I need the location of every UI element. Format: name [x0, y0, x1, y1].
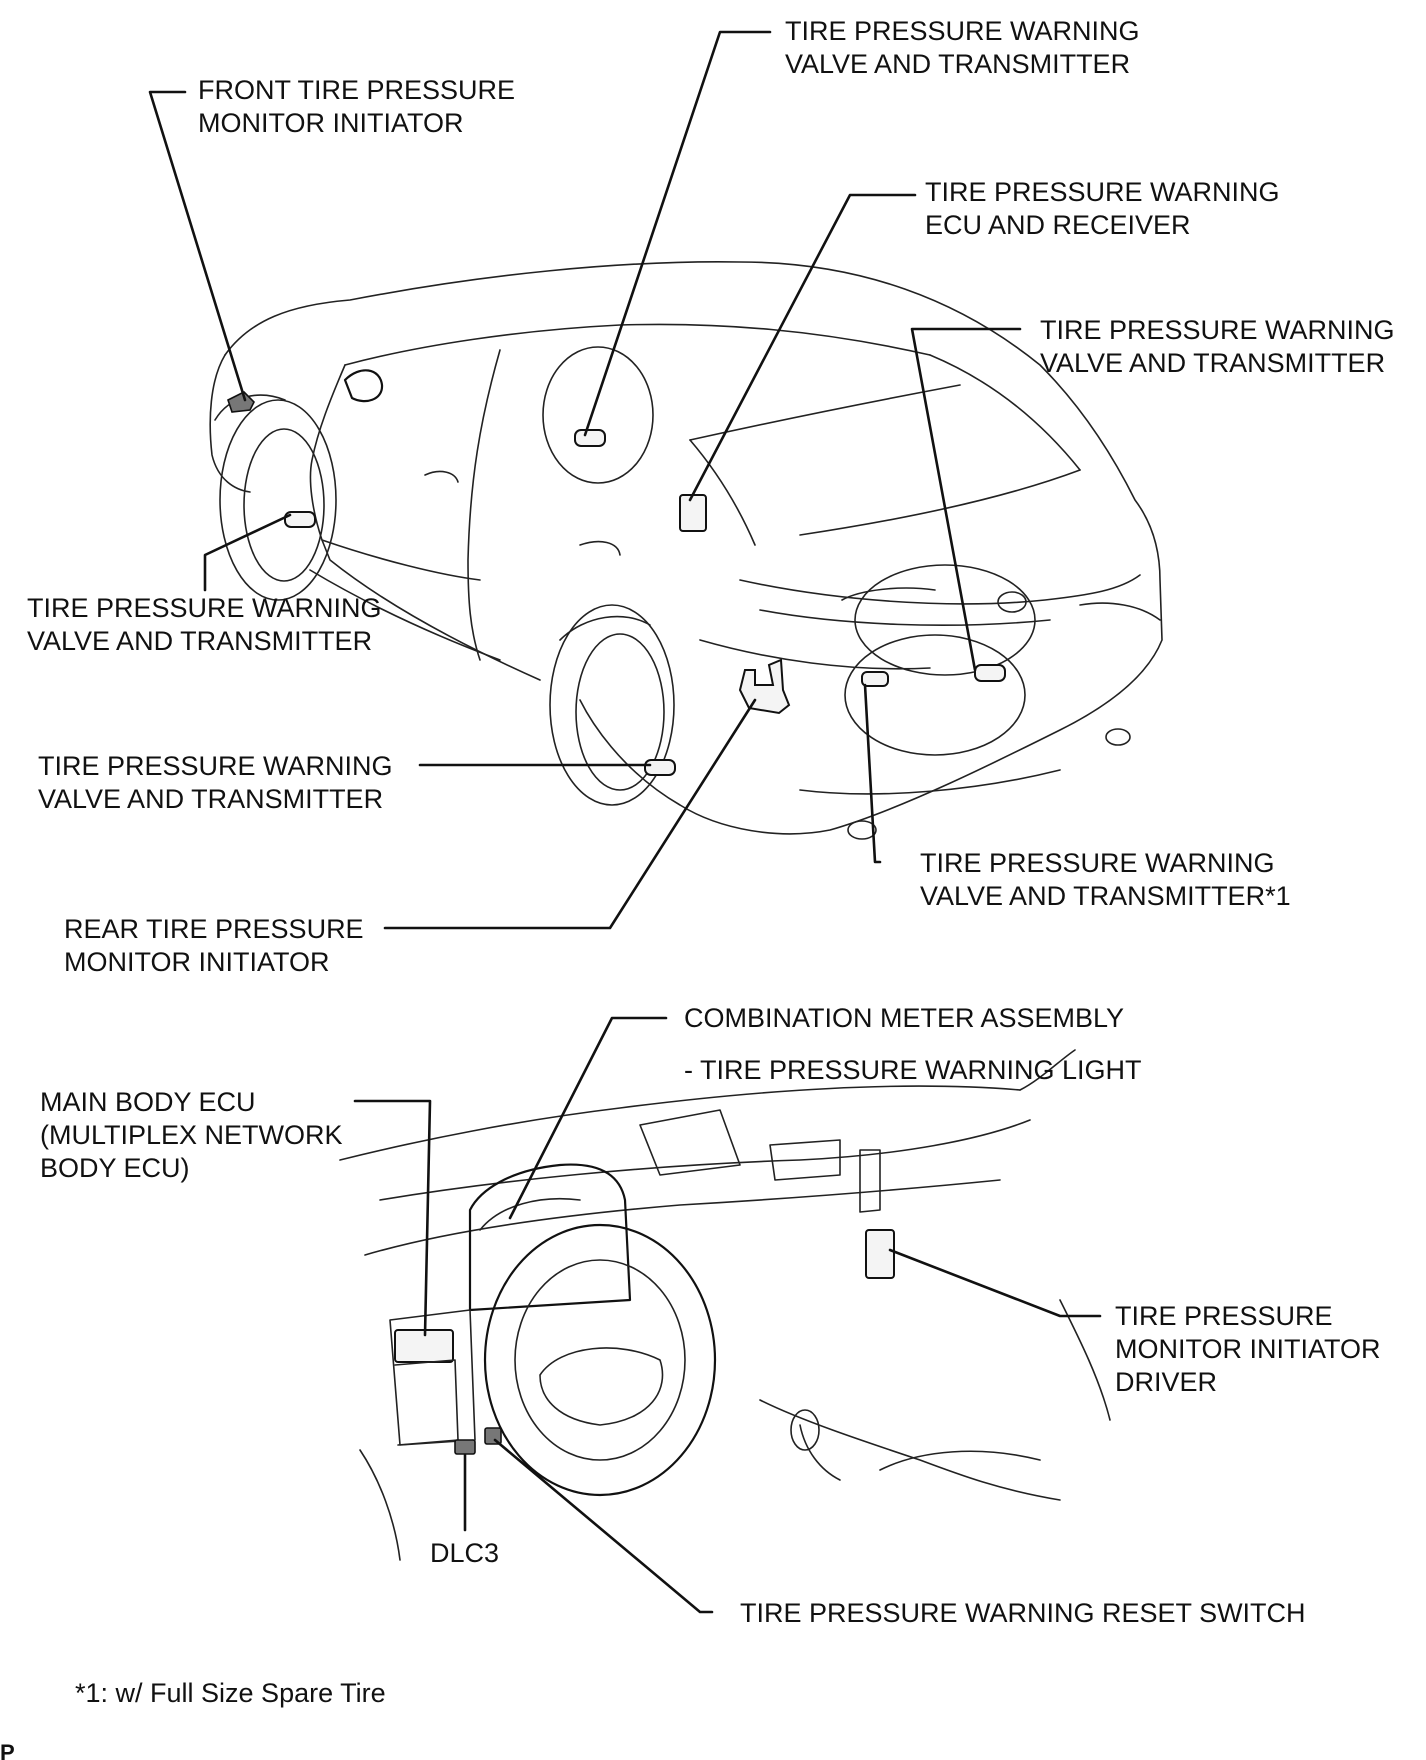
label-valve-spare: TIRE PRESSURE WARNING VALVE AND TRANSMIT…	[920, 848, 1291, 911]
valve-part-rear-left	[644, 759, 676, 776]
corner-mark: P	[0, 1740, 15, 1760]
label-main-body-ecu: MAIN BODY ECU (MULTIPLEX NETWORK BODY EC…	[40, 1087, 350, 1183]
valve-part-right	[974, 664, 1006, 682]
label-valve-right: TIRE PRESSURE WARNING VALVE AND TRANSMIT…	[1040, 315, 1402, 378]
rear-initiator-part	[738, 658, 791, 715]
valve-part-spare	[861, 671, 889, 687]
label-reset-switch: TIRE PRESSURE WARNING RESET SWITCH	[740, 1598, 1306, 1628]
car-illustration	[209, 261, 1163, 840]
initiator-driver-part	[865, 1229, 895, 1279]
label-ecu-receiver: TIRE PRESSURE WARNING ECU AND RECEIVER	[925, 177, 1287, 240]
ecu-receiver-part	[679, 494, 707, 532]
dashboard-illustration	[339, 1049, 1111, 1561]
leader-lines	[148, 30, 1102, 1614]
valve-part-top	[574, 429, 606, 447]
label-valve-front-left: TIRE PRESSURE WARNING VALVE AND TRANSMIT…	[27, 593, 389, 656]
valve-part-front-left	[284, 511, 316, 528]
label-valve-top: TIRE PRESSURE WARNING VALVE AND TRANSMIT…	[785, 16, 1147, 79]
label-valve-rear-left: TIRE PRESSURE WARNING VALVE AND TRANSMIT…	[38, 751, 400, 814]
footnote: *1: w/ Full Size Spare Tire	[75, 1678, 386, 1708]
label-dlc3: DLC3	[430, 1538, 499, 1568]
label-combination-meter: COMBINATION METER ASSEMBLY - TIRE PRESSU…	[684, 1003, 1142, 1085]
front-initiator-part	[227, 391, 255, 413]
callout-labels: FRONT TIRE PRESSURE MONITOR INITIATOR TI…	[0, 16, 1402, 1760]
car-components	[227, 391, 1006, 776]
dlc3-part	[454, 1439, 476, 1455]
label-rear-initiator: REAR TIRE PRESSURE MONITOR INITIATOR	[64, 914, 371, 977]
label-initiator-driver: TIRE PRESSURE MONITOR INITIATOR DRIVER	[1115, 1301, 1388, 1397]
label-front-initiator: FRONT TIRE PRESSURE MONITOR INITIATOR	[198, 75, 523, 138]
